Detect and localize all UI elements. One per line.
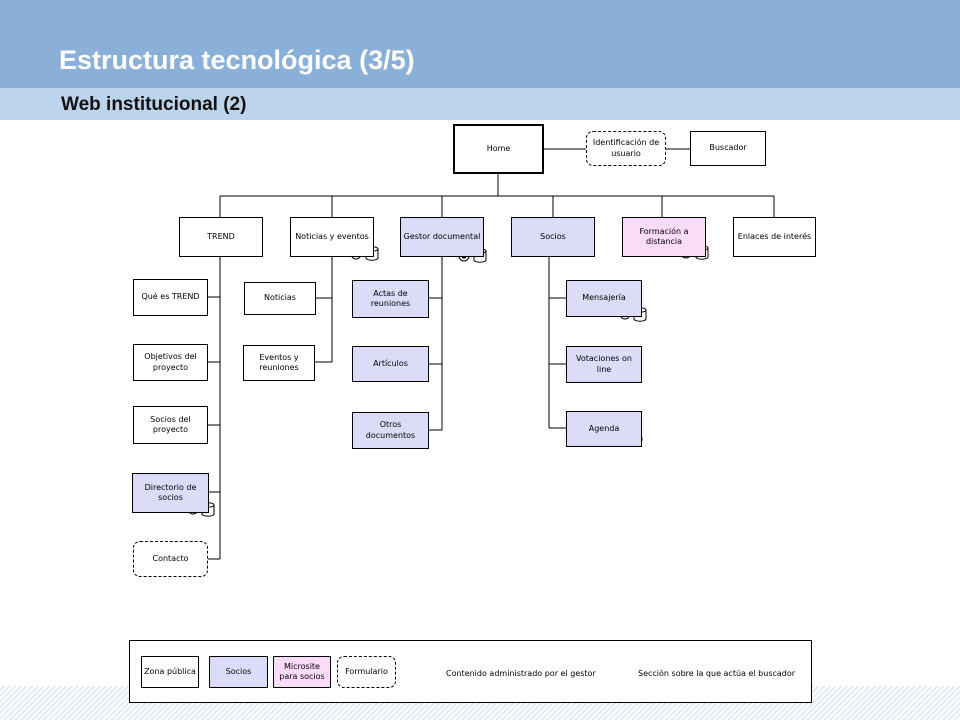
legend-socios: Socios	[209, 656, 268, 688]
node-mensajeria: Mensajería	[566, 280, 642, 317]
node-gestor-documental: Gestor documental	[400, 217, 484, 257]
node-directorio: Directorio de socios	[132, 473, 209, 513]
node-agenda: Agenda	[566, 411, 642, 447]
node-objetivos: Objetivos del proyecto	[133, 344, 208, 381]
node-enlaces: Enlaces de interés	[733, 217, 816, 257]
node-eventos: Eventos y reuniones	[243, 345, 315, 381]
node-votaciones: Votaciones on line	[566, 346, 642, 383]
node-trend: TREND	[179, 217, 263, 257]
node-formacion: Formación a distancia	[622, 217, 706, 257]
page-title: Estructura tecnológica (3/5)	[59, 45, 415, 75]
node-home: Home	[453, 124, 544, 174]
page-subtitle: Web institucional (2)	[61, 94, 247, 115]
legend-microsite: Microsite para socios	[273, 656, 331, 688]
header-band	[0, 0, 960, 88]
node-actas: Actas de reuniones	[352, 280, 429, 318]
node-noticias: Noticias	[244, 282, 316, 315]
node-contacto: Contacto	[133, 541, 208, 577]
legend-formulario: Formulario	[337, 656, 396, 688]
legend-buscador-text: Sección sobre la que actúa el buscador	[638, 669, 796, 678]
legend-zona-publica: Zona pública	[141, 656, 199, 688]
node-identificacion: Identificación de usuario	[586, 131, 666, 166]
node-que-es-trend: Qué es TREND	[133, 279, 208, 316]
node-otros-documentos: Otros documentos	[352, 412, 429, 449]
node-buscador: Buscador	[690, 131, 766, 166]
legend-gestor-text: Contenido administrado por el gestor	[446, 669, 596, 678]
node-noticias-eventos: Noticias y eventos	[290, 217, 374, 257]
node-socios: Socios	[511, 217, 595, 257]
subheader-band	[0, 88, 960, 120]
node-articulos: Artículos	[352, 346, 429, 382]
node-socios-proyecto: Socios del proyecto	[133, 406, 208, 444]
